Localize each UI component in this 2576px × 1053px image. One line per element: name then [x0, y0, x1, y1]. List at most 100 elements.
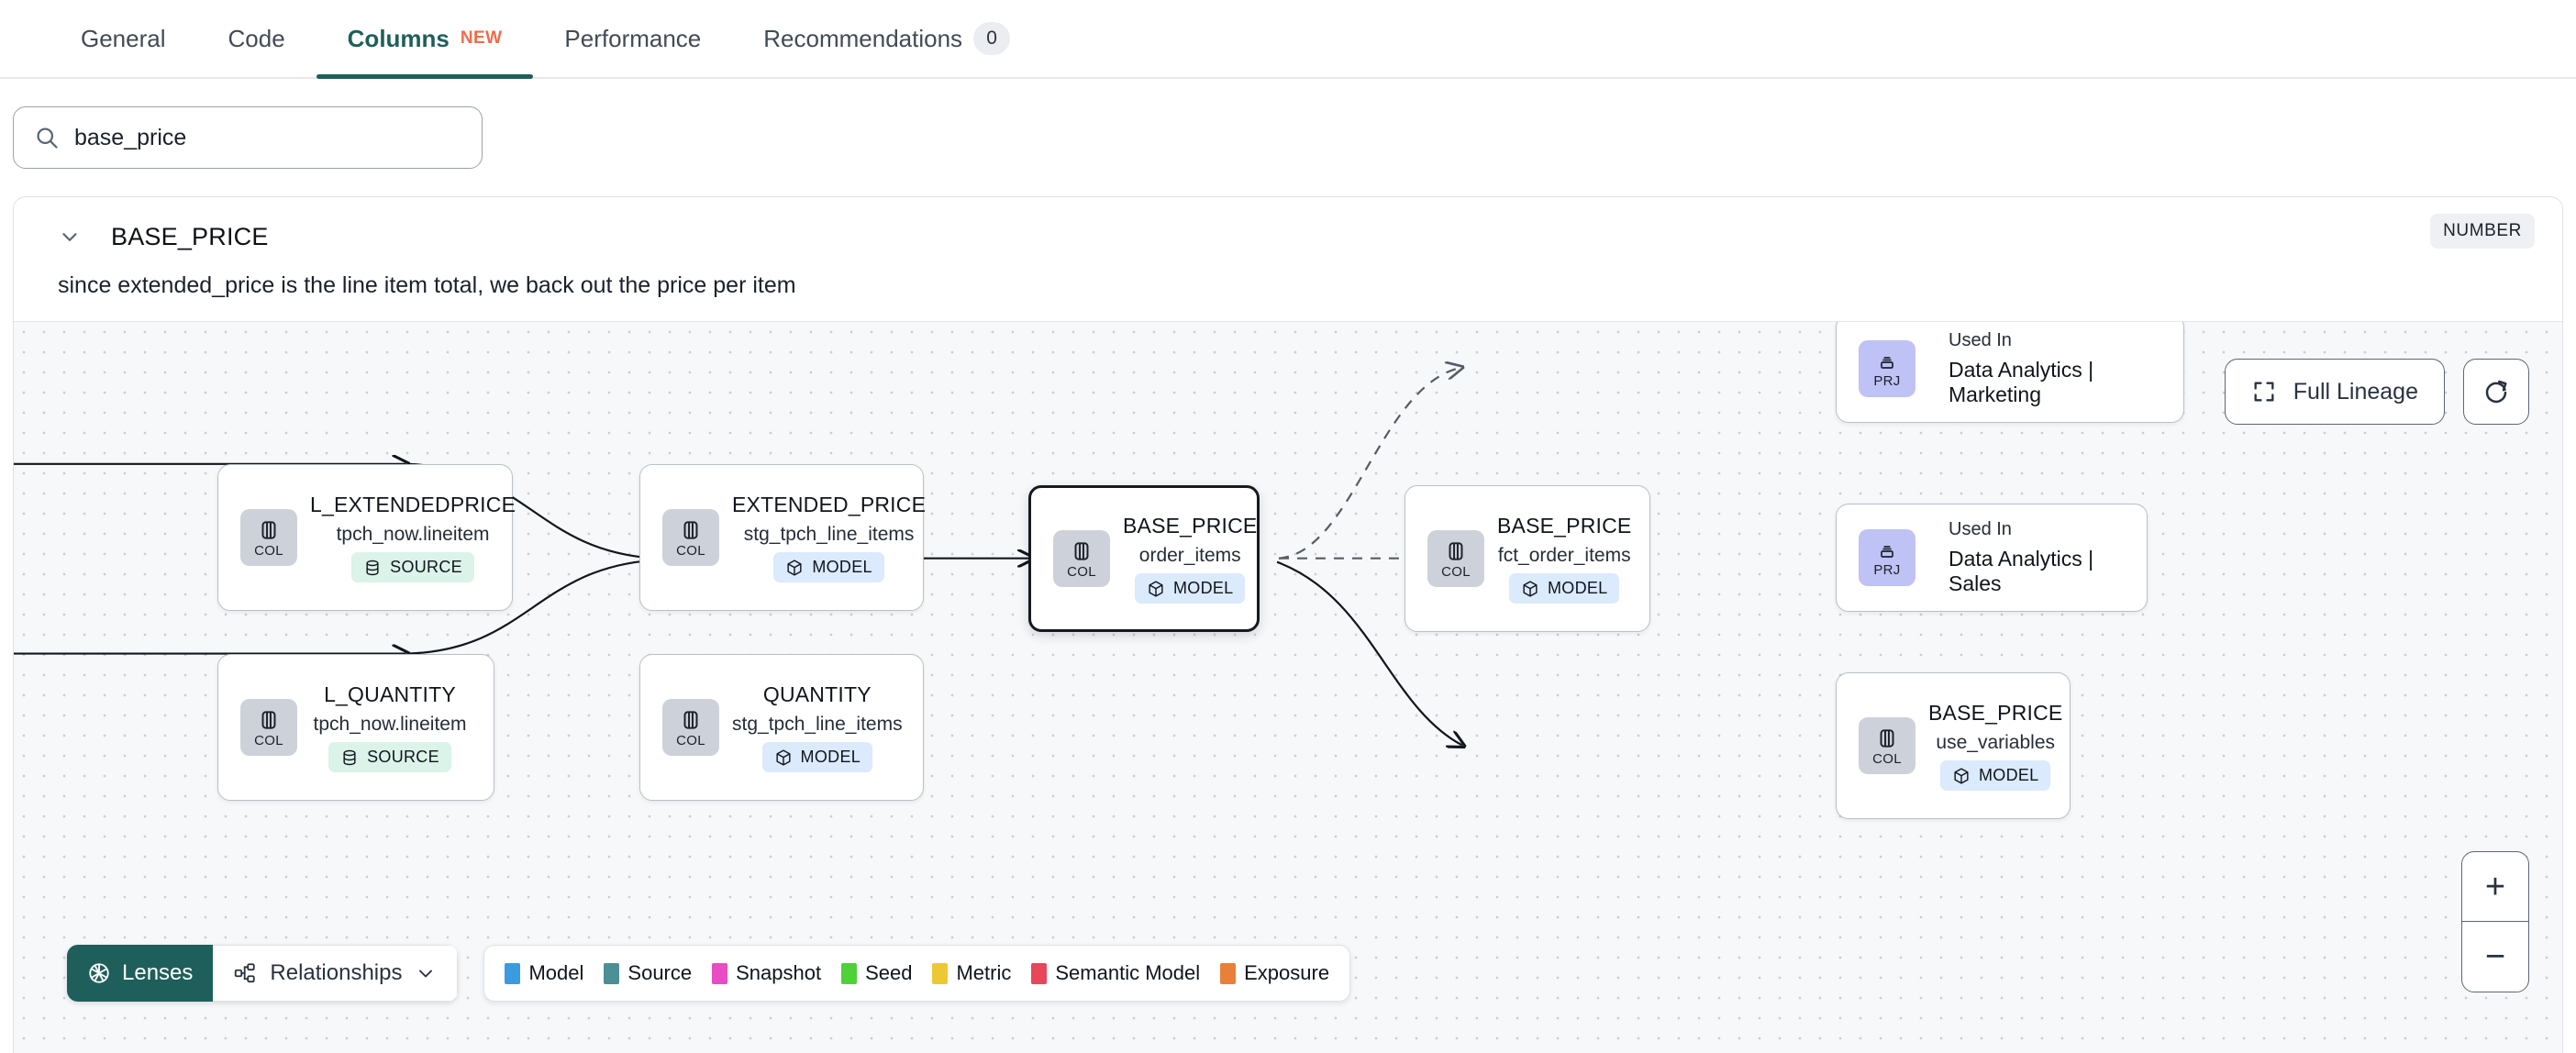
lineage-top-controls: Full Lineage — [2224, 359, 2529, 425]
zoom-controls: + − — [2461, 851, 2529, 992]
col-chip: COL — [240, 699, 297, 756]
prj-chip-label: PRJ — [1873, 372, 1901, 389]
lineage-node-base-price-use-variables[interactable]: COL BASE_PRICE use_variables MODEL — [1836, 672, 2071, 819]
node-usedin-label: Used In — [1949, 330, 2012, 350]
legend-swatch — [505, 962, 521, 984]
node-type-pill-label: SOURCE — [367, 748, 439, 766]
relationships-button[interactable]: Relationships — [213, 945, 459, 1002]
tab-performance[interactable]: Performance — [533, 0, 732, 77]
node-body: EXTENDED_PRICE stg_tpch_line_items MODEL — [719, 493, 949, 582]
chevron-down-icon[interactable] — [58, 225, 82, 249]
col-chip: COL — [1427, 530, 1484, 587]
col-chip: COL — [1859, 717, 1915, 774]
tab-code[interactable]: Code — [197, 0, 316, 77]
legend-swatch — [1220, 962, 1237, 984]
col-chip: COL — [240, 509, 297, 566]
hierarchy-icon — [233, 961, 257, 985]
lenses-label: Lenses — [122, 960, 194, 985]
node-subtitle: tpch_now.lineitem — [313, 714, 467, 735]
legend-swatch — [1031, 962, 1048, 984]
node-type-pill: MODEL — [1134, 573, 1246, 604]
node-type-pill-label: MODEL — [1172, 579, 1234, 597]
lineage-canvas[interactable]: COL L_EXTENDEDPRICE tpch_now.lineitem SO… — [14, 321, 2562, 1053]
prj-chip: PRJ — [1859, 529, 1915, 586]
node-type-pill-label: SOURCE — [390, 558, 462, 576]
tab-label: Recommendations — [763, 24, 963, 52]
search-input[interactable]: base_price — [13, 106, 483, 169]
node-title: BASE_PRICE — [1928, 701, 2063, 725]
expand-icon — [2251, 379, 2277, 405]
node-type-pill: MODEL — [773, 552, 884, 582]
legend-item-snapshot: Snapshot — [712, 961, 821, 985]
column-header: BASE_PRICE NUMBER — [14, 197, 2562, 256]
legend-label: Metric — [956, 961, 1012, 984]
legend-item-seed: Seed — [841, 961, 912, 985]
aperture-icon — [87, 961, 111, 985]
tab-columns[interactable]: Columns NEW — [316, 0, 534, 79]
column-description: since extended_price is the line item to… — [58, 272, 796, 298]
legend-swatch — [604, 962, 620, 984]
node-title: L_EXTENDEDPRICE — [310, 493, 516, 516]
col-chip-label: COL — [1872, 750, 1902, 767]
lineage-node-l-extendedprice[interactable]: COL L_EXTENDEDPRICE tpch_now.lineitem SO… — [217, 464, 516, 611]
legend-label: Snapshot — [736, 961, 822, 984]
lineage-node-used-in-sales[interactable]: PRJ Used In Data Analytics | Sales — [1836, 504, 2148, 612]
zoom-out-button[interactable]: − — [2484, 937, 2506, 976]
col-chip-label: COL — [676, 732, 705, 748]
node-subtitle: tpch_now.lineitem — [336, 524, 490, 545]
full-lineage-label: Full Lineage — [2293, 378, 2418, 405]
lineage-node-l-quantity[interactable]: COL L_QUANTITY tpch_now.lineitem SOURCE — [217, 654, 494, 801]
node-title: Data Analytics | Sales — [1949, 547, 2094, 595]
node-title: BASE_PRICE — [1123, 514, 1258, 538]
chevron-down-icon — [415, 962, 437, 984]
node-body: BASE_PRICE use_variables MODEL — [1915, 701, 2086, 791]
node-type-pill: SOURCE — [328, 742, 451, 772]
tab-label: Performance — [564, 24, 702, 52]
legend-swatch — [932, 962, 949, 984]
node-title: BASE_PRICE — [1497, 514, 1632, 538]
col-chip-label: COL — [1067, 563, 1096, 580]
node-title: QUANTITY — [762, 682, 872, 706]
full-lineage-button[interactable]: Full Lineage — [2224, 359, 2445, 425]
node-body: QUANTITY stg_tpch_line_items MODEL — [719, 682, 927, 772]
lineage-node-extended-price[interactable]: COL EXTENDED_PRICE stg_tpch_line_items M… — [639, 464, 926, 611]
tab-label: General — [81, 24, 166, 52]
column-card: BASE_PRICE NUMBER since extended_price i… — [13, 196, 2563, 1053]
node-subtitle: order_items — [1138, 545, 1241, 566]
lineage-legend: Model Source Snapshot Seed Metric — [483, 945, 1351, 1002]
relationships-label: Relationships — [270, 960, 403, 985]
column-type-badge: NUMBER — [2430, 214, 2535, 249]
recommendations-count-badge: 0 — [973, 22, 1011, 55]
legend-item-source: Source — [604, 961, 692, 985]
tab-general[interactable]: General — [50, 0, 197, 77]
lineage-node-used-in-marketing[interactable]: PRJ Used In Data Analytics | Marketing — [1836, 322, 2184, 423]
prj-chip: PRJ — [1859, 340, 1915, 397]
lineage-bottom-bar: Lenses Relationships — [67, 945, 1351, 1002]
node-type-pill: MODEL — [761, 742, 873, 772]
lineage-node-quantity[interactable]: COL QUANTITY stg_tpch_line_items MODEL — [639, 654, 924, 801]
node-subtitle: stg_tpch_line_items — [743, 524, 915, 545]
node-title: Data Analytics | Marketing — [1949, 358, 2094, 406]
legend-swatch — [712, 962, 728, 984]
node-type-pill: SOURCE — [351, 552, 474, 582]
refresh-button[interactable] — [2463, 359, 2529, 425]
search-value: base_price — [74, 124, 187, 150]
tab-recommendations[interactable]: Recommendations 0 — [732, 0, 1041, 77]
tab-bar: General Code Columns NEW Performance Rec… — [0, 0, 2576, 79]
node-body: L_QUANTITY tpch_now.lineitem SOURCE — [301, 682, 491, 772]
refresh-icon — [2482, 378, 2510, 405]
page-title: BASE_PRICE — [111, 222, 269, 250]
legend-label: Source — [627, 961, 693, 984]
node-subtitle: fct_order_items — [1497, 545, 1631, 566]
node-title: L_QUANTITY — [324, 682, 456, 706]
lineage-node-base-price-order-items[interactable]: COL BASE_PRICE order_items MODEL — [1028, 485, 1260, 632]
new-badge: NEW — [460, 28, 503, 48]
lineage-node-base-price-fct-order-items[interactable]: COL BASE_PRICE fct_order_items MODEL — [1405, 485, 1650, 632]
node-type-pill-label: MODEL — [1978, 766, 2039, 784]
legend-item-exposure: Exposure — [1220, 961, 1329, 985]
lenses-button[interactable]: Lenses — [67, 945, 214, 1002]
tab-label: Columns — [347, 24, 450, 52]
col-chip-label: COL — [254, 542, 283, 559]
node-type-pill-label: MODEL — [812, 558, 872, 576]
zoom-in-button[interactable]: + — [2462, 852, 2528, 922]
